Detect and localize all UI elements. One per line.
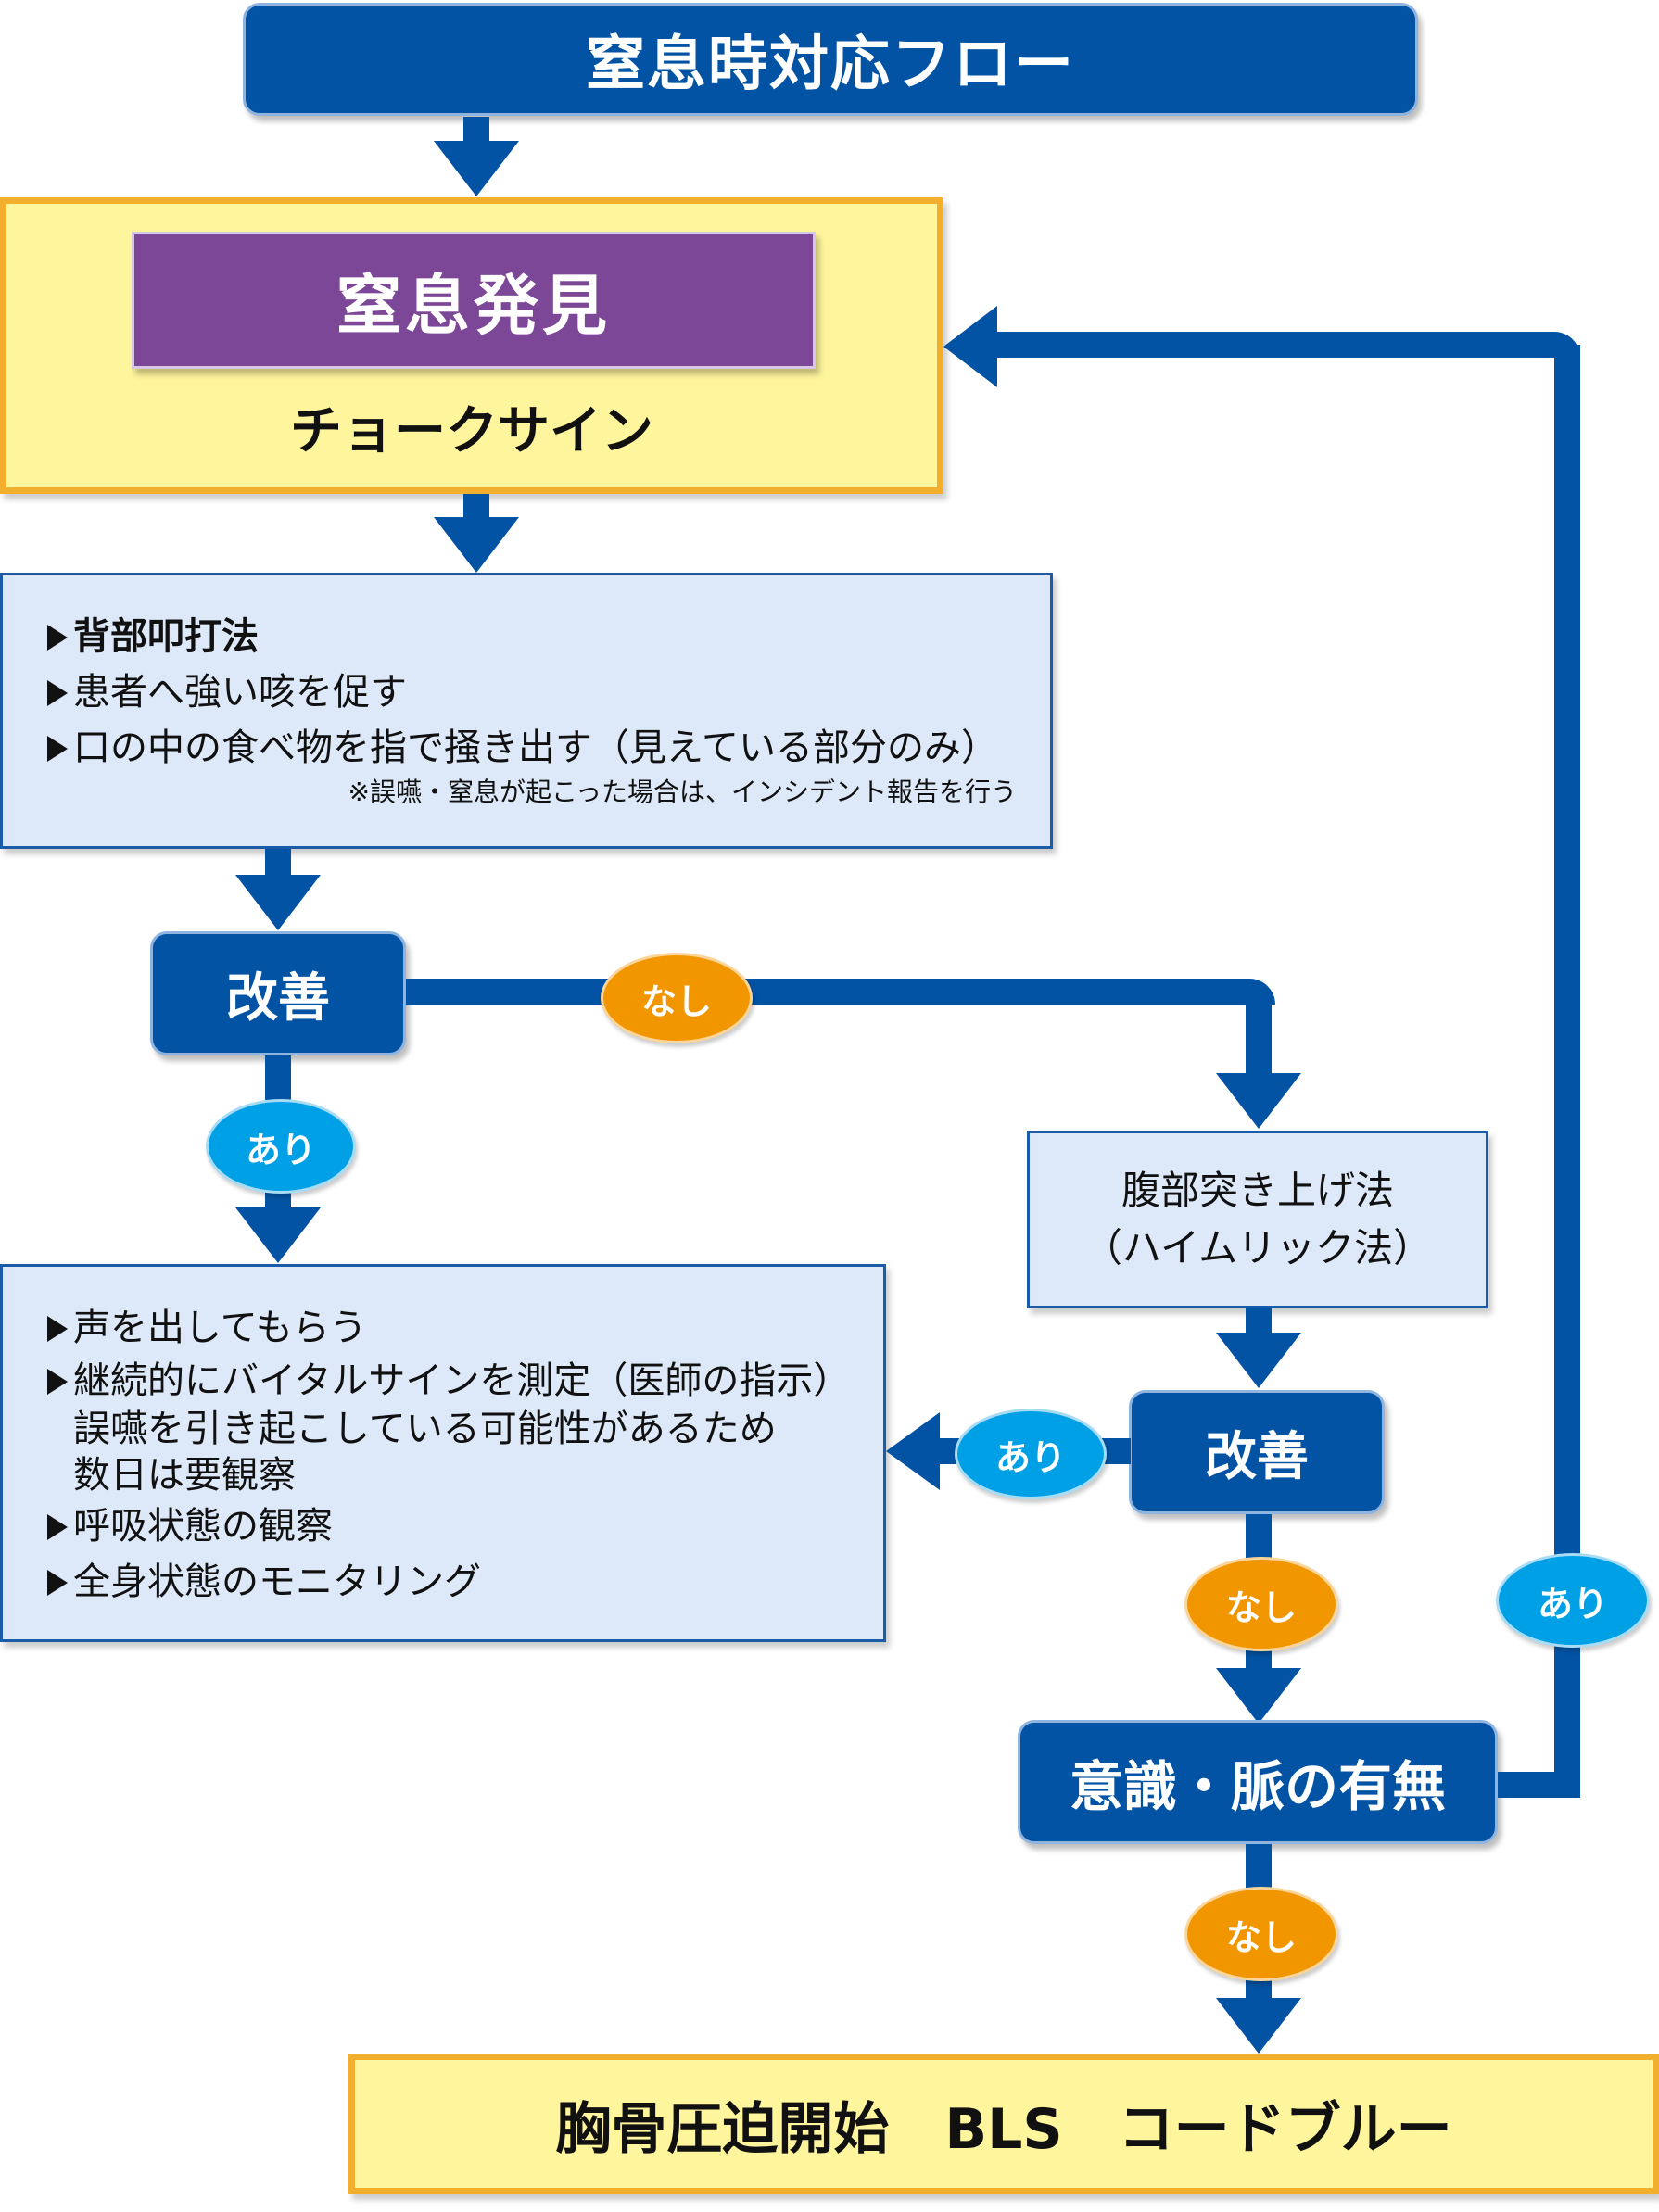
arrow-down-icon xyxy=(235,1207,321,1263)
flow-title: 窒息時対応フロー xyxy=(243,3,1418,116)
followup-item-continuation: 数日は要観察 xyxy=(47,1452,883,1498)
choke-sign-text: チョークサイン xyxy=(290,400,653,461)
branch-yes-text: あり xyxy=(994,1436,1066,1478)
branch-none-text: なし xyxy=(1225,1916,1297,1958)
followup-text: 数日は要観察 xyxy=(73,1454,296,1497)
followup-care-box: 声を出してもらう 継続的にバイタルサインを測定（医師の指示） 誤嚥を引き起こして… xyxy=(0,1264,886,1642)
incident-report-note: ※誤嚥・窒息が起こった場合は、インシデント報告を行う xyxy=(348,777,1017,807)
abdominal-thrust-title: 腹部突き上げ法 xyxy=(1121,1168,1394,1213)
arrow-down-icon xyxy=(1216,1073,1301,1129)
choking-discovery-heading-text: 窒息発見 xyxy=(336,267,611,344)
branch-yes-badge: あり xyxy=(206,1099,356,1194)
consciousness-pulse-decision: 意識・脈の有無 xyxy=(1018,1720,1498,1844)
loopback-connector-horizontal xyxy=(987,332,1580,358)
branch-none-text: なし xyxy=(1225,1586,1297,1628)
followup-text: 誤嚥を引き起こしている可能性があるため xyxy=(73,1408,777,1450)
branch-none-badge: なし xyxy=(1184,1887,1338,1981)
branch-yes-badge: あり xyxy=(955,1409,1107,1499)
followup-text: 声を出してもらう xyxy=(73,1307,367,1349)
bullet-triangle-icon xyxy=(47,1514,68,1540)
choking-discovery-heading: 窒息発見 xyxy=(132,232,816,369)
improvement-decision-1: 改善 xyxy=(150,931,406,1055)
followup-text: 呼吸状態の観察 xyxy=(73,1505,333,1548)
consciousness-pulse-label: 意識・脈の有無 xyxy=(1069,1755,1446,1818)
improvement-decision-2: 改善 xyxy=(1129,1390,1385,1514)
arrow-down-icon xyxy=(434,517,519,573)
connector-consciousness-loopback xyxy=(1498,1772,1580,1798)
branch-none-badge: なし xyxy=(601,953,753,1043)
bullet-triangle-icon xyxy=(47,680,68,706)
followup-item: 全身状態のモニタリング xyxy=(47,1554,883,1610)
first-action-item: 背部叩打法 xyxy=(47,609,1050,664)
improvement-decision-1-label: 改善 xyxy=(226,967,330,1029)
arrow-down-icon xyxy=(1216,1998,1301,2054)
arrow-down-icon xyxy=(235,875,321,930)
followup-text: 継続的にバイタルサインを測定（医師の指示） xyxy=(73,1359,851,1402)
arrow-down-icon xyxy=(434,141,519,196)
followup-item: 継続的にバイタルサインを測定（医師の指示） xyxy=(47,1356,883,1406)
arrow-down-icon xyxy=(1216,1668,1301,1724)
first-actions-box: 背部叩打法 患者へ強い咳を促す 口の中の食べ物を指で掻き出す（見えている部分のみ… xyxy=(0,573,1053,849)
flow-title-text: 窒息時対応フロー xyxy=(586,31,1075,99)
followup-item: 呼吸状態の観察 xyxy=(47,1498,883,1554)
first-action-text: 患者へ強い咳を促す xyxy=(73,671,407,714)
branch-none-badge: なし xyxy=(1184,1557,1338,1651)
followup-item-continuation: 誤嚥を引き起こしている可能性があるため xyxy=(47,1406,883,1452)
followup-item: 声を出してもらう xyxy=(47,1300,883,1356)
cpr-start-box: 胸骨圧迫開始 BLS コードブルー xyxy=(348,2054,1659,2194)
cpr-start-label: 胸骨圧迫開始 BLS コードブルー xyxy=(555,2096,1452,2162)
first-action-item: 口の中の食べ物を指で掻き出す（見えている部分のみ） xyxy=(47,720,1050,776)
first-action-text: 背部叩打法 xyxy=(73,615,259,658)
first-action-text: 口の中の食べ物を指で掻き出す（見えている部分のみ） xyxy=(73,727,998,769)
followup-text: 全身状態のモニタリング xyxy=(73,1561,481,1603)
arrow-down-icon xyxy=(1216,1333,1301,1388)
abdominal-thrust-subtitle: （ハイムリック法） xyxy=(1083,1225,1433,1270)
connector-improvement1-heimlich-h xyxy=(406,979,1275,1005)
arrow-left-icon xyxy=(886,1412,940,1490)
bullet-triangle-icon xyxy=(47,1369,68,1395)
branch-none-text: なし xyxy=(640,980,712,1022)
bullet-triangle-icon xyxy=(47,1316,68,1342)
improvement-decision-2-label: 改善 xyxy=(1205,1426,1309,1487)
branch-yes-text: あり xyxy=(1537,1583,1608,1624)
bullet-triangle-icon xyxy=(47,736,68,762)
arrow-left-icon xyxy=(943,306,997,387)
choke-sign-label: チョークサイン xyxy=(0,389,943,463)
branch-yes-text: あり xyxy=(245,1129,316,1170)
branch-yes-badge: あり xyxy=(1496,1553,1650,1648)
bullet-triangle-icon xyxy=(47,625,68,651)
first-action-item: 患者へ強い咳を促す xyxy=(47,664,1050,720)
abdominal-thrust-box: 腹部突き上げ法 （ハイムリック法） xyxy=(1027,1131,1488,1308)
bullet-triangle-icon xyxy=(47,1570,68,1596)
